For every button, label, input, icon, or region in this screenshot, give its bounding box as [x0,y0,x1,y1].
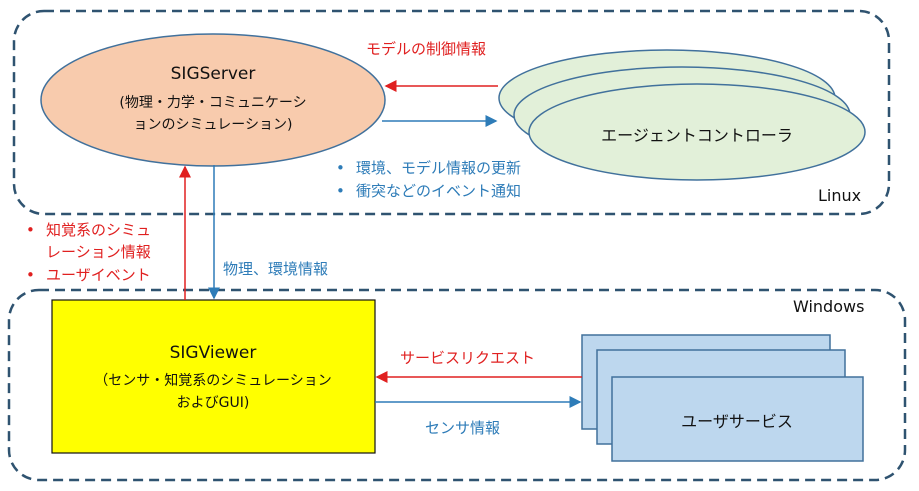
model-control-label: モデルの制御情報 [366,40,487,58]
linux-label: Linux [818,186,862,205]
sigviewer-desc-line1: （センサ・知覚系のシミュレーション [94,373,332,389]
env-bullet-2-text: 衝突などのイベント通知 [356,182,522,200]
sigviewer-desc-line2: およびGUI) [176,395,250,411]
env-bullet-2: •衝突などのイベント通知 [336,182,522,200]
sigserver-desc-line1: (物理・力学・コミュニケーシ [119,95,307,111]
physics-env-label: 物理、環境情報 [223,260,329,278]
sigviewer-box [51,299,376,454]
windows-label: Windows [793,297,865,316]
perception-bullet-1-cont: レーション情報 [46,243,151,261]
user-service-label: ユーザサービス [681,412,793,431]
sigviewer-title: SIGViewer [169,343,257,363]
windows-region [7,288,907,482]
perception-bullet-2: •ユーザイベント [26,266,151,284]
perception-bullet-2-text: ユーザイベント [46,266,151,284]
agent-ellipse-front [528,83,866,181]
service-request-label: サービスリクエスト [400,349,536,367]
agent-controller-label: エージェントコントローラ [601,126,793,145]
sigserver-desc-line2: ョンのシミュレーション) [133,117,293,133]
env-bullet-1: •環境、モデル情報の更新 [336,159,522,177]
sigserver-ellipse [40,33,386,167]
perception-bullet-1: •知覚系のシミュ [26,221,152,239]
env-bullet-1-text: 環境、モデル情報の更新 [356,159,522,177]
perception-bullet-1-text: 知覚系のシミュ [46,221,152,239]
user-service-box-front [611,376,864,462]
sigserver-title: SIGServer [170,64,256,84]
sensor-info-label: センサ情報 [425,419,501,437]
linux-region [12,9,891,216]
